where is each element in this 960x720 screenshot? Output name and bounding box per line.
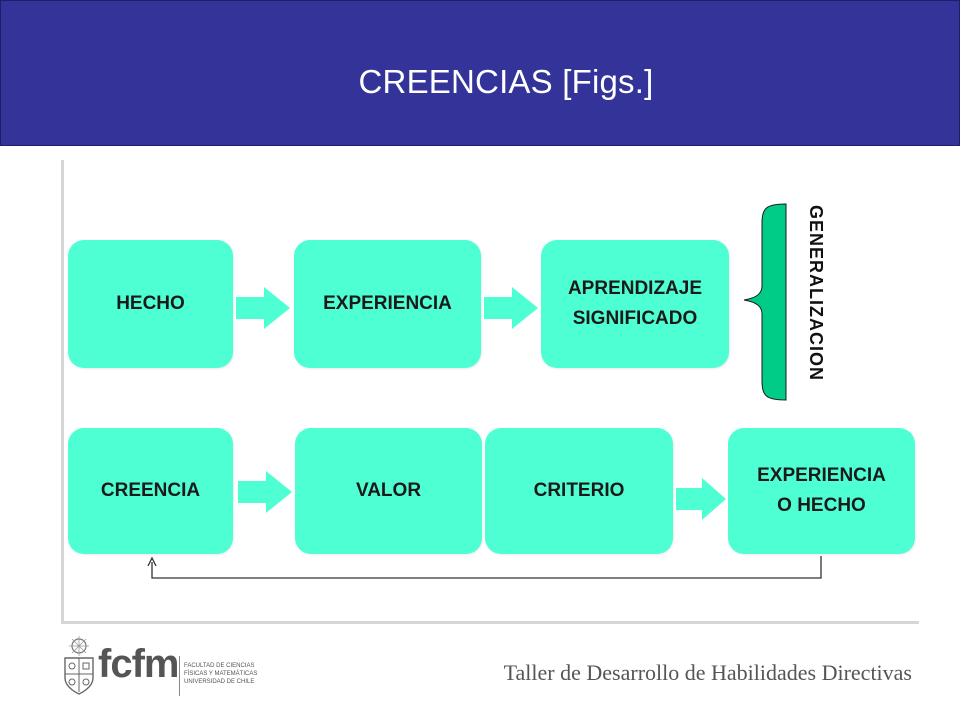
page-title: CREENCIAS [Figs.] bbox=[358, 63, 654, 100]
arrow-creencia-to-valor bbox=[238, 471, 292, 513]
university-emblem-icon bbox=[64, 636, 94, 695]
node-aprendizaje-label-2: SIGNIFICADO bbox=[572, 308, 698, 329]
faculty-line-1: FACULTAD DE CIENCIAS bbox=[184, 663, 255, 669]
node-valor: VALOR bbox=[295, 428, 482, 554]
node-experiencia: EXPERIENCIA bbox=[294, 240, 481, 368]
logo-separator bbox=[179, 656, 180, 696]
arrow-hecho-to-experiencia bbox=[236, 287, 290, 329]
node-experiencia-label: EXPERIENCIA bbox=[323, 292, 452, 314]
node-valor-label: VALOR bbox=[355, 479, 422, 501]
bottom-axis-line bbox=[61, 621, 919, 624]
node-hecho: HECHO bbox=[68, 240, 233, 368]
node-exp-hecho-label-1: EXPERIENCIA bbox=[757, 464, 886, 486]
node-hecho-label: HECHO bbox=[116, 292, 185, 314]
node-experiencia-o-hecho: EXPERIENCIA O HECHO bbox=[728, 428, 915, 554]
fcfm-wordmark: fcfm bbox=[98, 642, 179, 686]
generalizacion-bracket bbox=[743, 203, 787, 401]
faculty-name: FACULTAD DE CIENCIAS FÍSICAS Y MATEMÁTICA… bbox=[184, 662, 257, 686]
node-criterio-label: CRITERIO bbox=[533, 479, 625, 501]
faculty-line-3: UNIVERSIDAD DE CHILE bbox=[184, 679, 255, 685]
node-criterio: CRITERIO bbox=[485, 428, 673, 554]
course-name: Taller de Desarrollo de Habilidades Dire… bbox=[503, 660, 912, 685]
node-aprendizaje-label-1: APRENDIZAJE bbox=[567, 277, 703, 299]
node-creencia-label: CREENCIA bbox=[100, 479, 201, 501]
arrow-experiencia-to-aprendizaje bbox=[484, 287, 538, 329]
fcfm-logo: fcfm FACULTAD DE CIENCIAS FÍSICAS Y MATEM… bbox=[62, 636, 262, 700]
faculty-line-2: FÍSICAS Y MATEMÁTICAS bbox=[184, 671, 258, 677]
node-exp-hecho-label-2: O HECHO bbox=[777, 495, 866, 516]
left-axis-line bbox=[61, 160, 64, 624]
title-banner: CREENCIAS [Figs.] bbox=[0, 0, 960, 146]
arrow-criterio-to-experiencia bbox=[676, 478, 726, 520]
generalizacion-label: GENERALIZACION bbox=[806, 205, 826, 381]
node-aprendizaje-significado: APRENDIZAJE SIGNIFICADO bbox=[541, 240, 729, 368]
node-creencia: CREENCIA bbox=[68, 428, 233, 554]
